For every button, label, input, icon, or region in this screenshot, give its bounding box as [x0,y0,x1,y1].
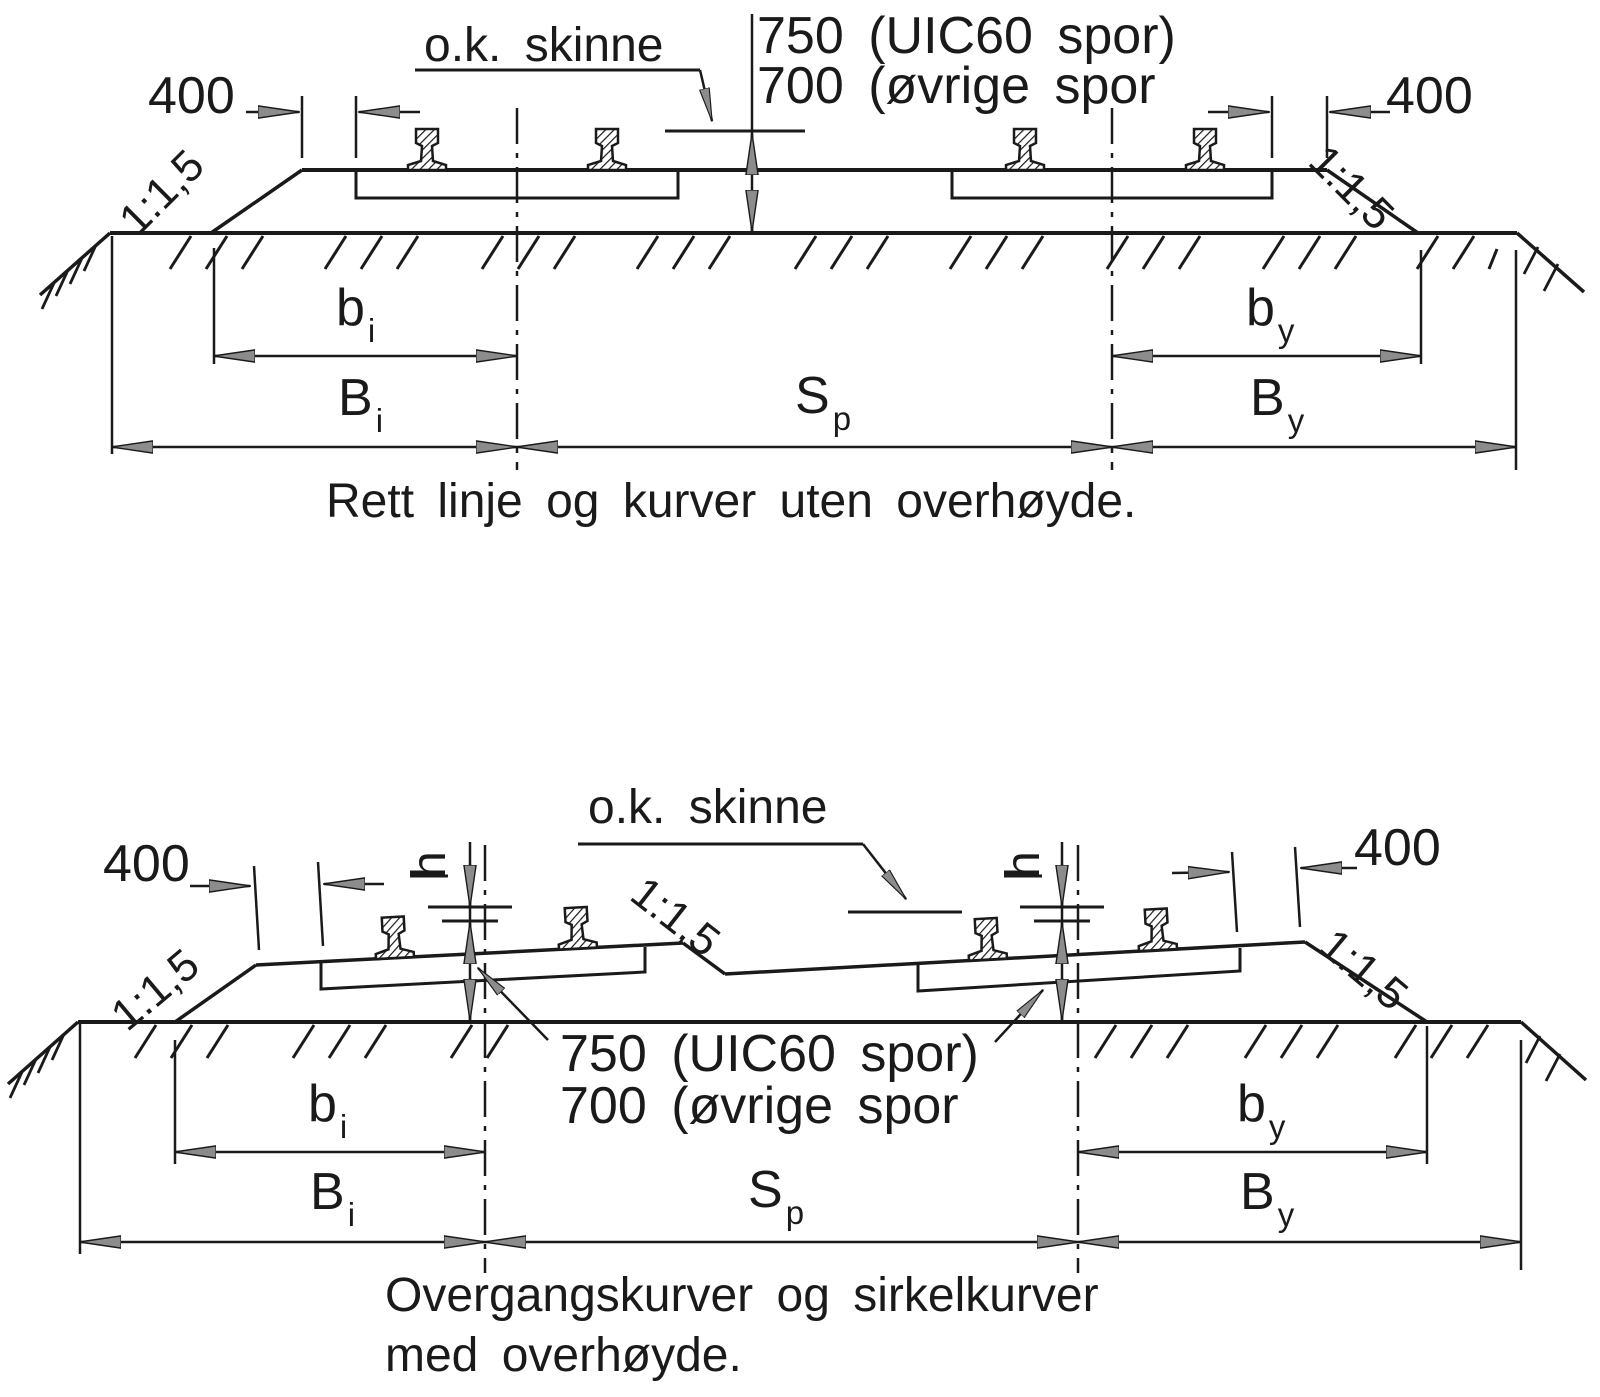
ok-skinne-label: o.k. skinne [424,19,664,72]
terrain-hatch-left [40,244,98,310]
rails [406,127,1226,172]
dim-b-inner [173,1040,485,1164]
dim-750-label: 750 (UIC60 spor) [757,7,1176,65]
cant-h-left-label: h [403,851,456,878]
dim-by-label: by [1246,279,1295,349]
terrain-hatch-right [1522,246,1560,292]
dim-700-label: 700 (øvrige spor [757,57,1156,115]
figure-with-cant [6,842,1588,1273]
dim-400-left [246,96,420,158]
dim-Sp-label: Sp [795,367,852,437]
dim-b-outer [1112,250,1423,364]
terrain-hatch-left [8,1033,66,1099]
figure-caption-with-cant-line2: med overhøyde. [385,1329,742,1382]
dim-Bi-label: Bi [310,1163,356,1233]
figure-no-cant [38,14,1586,470]
dim-by-label: by [1237,1075,1286,1145]
dim-b-outer [1078,1026,1429,1164]
dim-bi-label: bi [308,1075,348,1145]
dim-Sp-label: Sp [748,1161,805,1231]
dim-400-right-label: 400 [1354,819,1441,877]
ok-skinne-label: o.k. skinne [588,781,828,834]
dim-By-label: By [1240,1163,1295,1233]
dim-h-right [1004,842,1104,1022]
dim-400-left-label: 400 [148,67,235,125]
dim-750-label: 750 (UIC60 spor) [560,1025,979,1083]
dim-h-left [410,842,512,1022]
dim-Bi-label: Bi [338,369,384,439]
dim-400-left [190,861,384,951]
notch-slope [681,941,727,976]
surface-right-track [724,940,1306,976]
dim-B-outer [1112,250,1518,470]
cant-h-right-label: h [997,851,1050,878]
dim-b-inner [212,248,517,364]
ground-hatching [168,235,1499,270]
slope-right [1326,168,1419,235]
dim-400-right [1208,96,1390,158]
dim-400-right [1171,846,1357,933]
dim-B-inner [110,236,517,454]
dim-bi-label: bi [336,279,376,349]
slope-left [173,963,258,1024]
figure-caption-no-cant: Rett linje og kurver uten overhøyde. [326,475,1137,528]
ground-hatching [133,1024,1490,1059]
terrain-hatch-right [1524,1035,1562,1082]
dim-400-left-label: 400 [103,835,190,893]
slope-right [1304,940,1428,1024]
dim-B-outer [1078,1040,1523,1270]
dim-B-inner [78,1024,485,1254]
dim-700-label: 700 (øvrige spor [560,1077,959,1135]
figure-caption-with-cant-line1: Overgangskurver og sirkelkurver [385,1269,1099,1322]
dim-By-label: By [1250,369,1305,439]
slope-left [210,168,303,235]
dim-400-right-label: 400 [1386,67,1473,125]
